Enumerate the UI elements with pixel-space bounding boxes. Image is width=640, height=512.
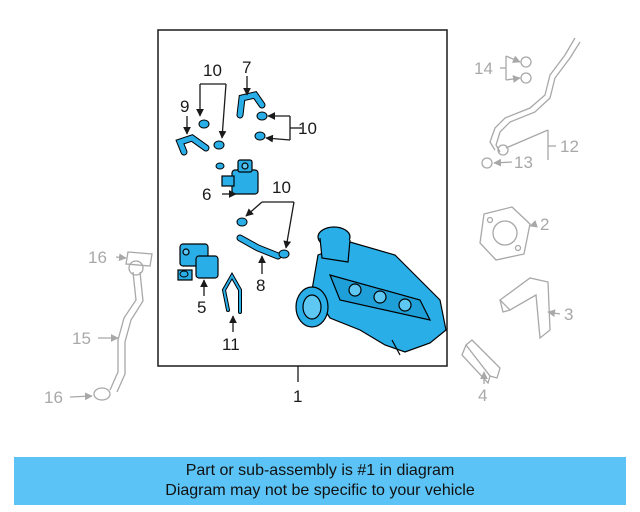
oil-feed-pipe-part-12 bbox=[481, 37, 581, 169]
callout-11: 11 bbox=[222, 335, 240, 354]
callout-14: 14 bbox=[474, 59, 493, 78]
callout-15: 15 bbox=[72, 329, 91, 348]
callout-2: 2 bbox=[540, 215, 549, 234]
oil-return-pipe-part-15 bbox=[93, 260, 144, 401]
callout-12: 12 bbox=[560, 137, 579, 156]
callout-10-top: 10 bbox=[203, 61, 222, 80]
assembly-frame bbox=[157, 29, 448, 367]
callout-6: 6 bbox=[202, 185, 211, 204]
bracket-part-3 bbox=[499, 277, 551, 340]
callout-10-right: 10 bbox=[298, 119, 317, 138]
callout-5: 5 bbox=[197, 298, 206, 317]
callout-16-upper: 16 bbox=[88, 248, 107, 267]
gasket-part-16-upper bbox=[125, 251, 153, 267]
bracket-part-4 bbox=[461, 339, 501, 385]
parts-diagram: 1 7 10 9 10 6 10 8 5 11 14 12 13 2 3 4 1… bbox=[44, 29, 581, 407]
clamps-part-10 bbox=[179, 111, 290, 278]
turbocharger-part-1 bbox=[295, 226, 447, 356]
callout-9: 9 bbox=[180, 97, 189, 116]
notice-banner: Part or sub-assembly is #1 in diagram Di… bbox=[14, 457, 626, 505]
callout-1: 1 bbox=[293, 387, 302, 406]
leader-lines-dark bbox=[183, 76, 302, 382]
notice-line-2: Diagram may not be specific to your vehi… bbox=[165, 482, 475, 499]
callout-10-mid: 10 bbox=[272, 178, 291, 197]
gasket-part-2 bbox=[479, 206, 531, 261]
control-valve-part-6 bbox=[221, 159, 259, 195]
callout-4: 4 bbox=[478, 386, 487, 405]
callout-13: 13 bbox=[514, 153, 533, 172]
callout-3: 3 bbox=[564, 305, 573, 324]
notice-line-1: Part or sub-assembly is #1 in diagram bbox=[185, 462, 455, 479]
callout-7: 7 bbox=[242, 58, 251, 77]
callout-16-lower: 16 bbox=[44, 388, 63, 407]
callout-8: 8 bbox=[256, 276, 265, 295]
leader-lines-grey bbox=[69, 55, 561, 401]
